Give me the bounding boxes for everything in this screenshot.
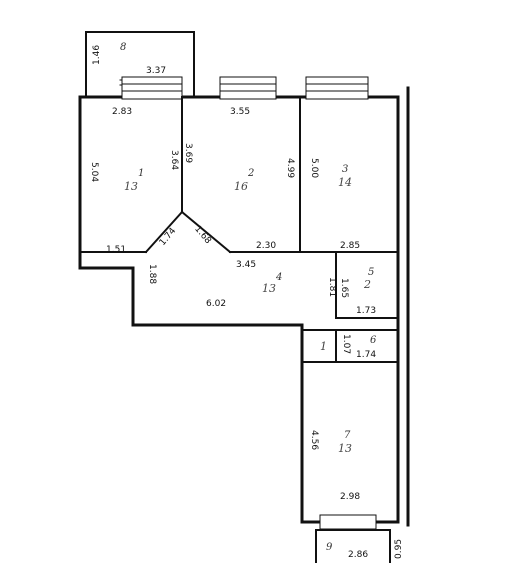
dim-label: 1.74 [158,226,179,248]
room-number: 6 [370,335,377,346]
dim-label: 3.45 [236,260,256,270]
room-area: 16 [234,180,248,193]
dim-label: 2.98 [340,492,360,502]
room-number: 1 [138,168,144,179]
window-frames [121,76,369,100]
dim-label: 1.68 [192,224,213,246]
dim-label: 1.51 [106,245,126,255]
dim-label: 3.55 [230,107,250,117]
dim-label: 1.07 [341,334,351,354]
interior-walls [79,96,399,363]
dim-label: 5.04 [89,162,99,182]
dim-label: 6.02 [206,299,226,309]
dim-label: 4.99 [285,158,295,178]
dim-label: 1.88 [147,264,157,284]
room-area: 1 [320,340,327,353]
balcony-bottom [315,514,391,563]
dim-label: 3.69 [183,143,193,163]
room-number: 9 [326,542,333,553]
dim-label: 3.37 [146,66,166,76]
room-number: 8 [120,42,126,53]
room-number: 3 [342,164,348,175]
room-area: 13 [338,442,352,455]
dim-label: 2.30 [256,241,276,251]
dim-label: 0.95 [394,539,404,559]
dim-label: 5.00 [309,158,319,178]
dim-label: 1.74 [356,350,376,360]
room-area: 14 [338,176,352,189]
dim-label: 1.46 [92,45,102,65]
dim-label: 2.85 [340,241,360,251]
dim-label: 2.86 [348,550,368,560]
room-number: 2 [247,168,254,179]
room-area: 2 [363,278,371,291]
room-number: 4 [275,272,282,283]
dim-label: 2.83 [112,107,132,117]
dim-label: 1.73 [356,306,376,316]
dim-label: 3.64 [169,150,179,170]
dim-label: 4.56 [309,430,319,450]
room-area: 13 [262,282,276,295]
dim-label: 1.65 [339,278,349,298]
room-number: 7 [344,430,351,441]
room-area: 13 [124,180,138,193]
dim-label: 1.81 [327,277,337,297]
room-number: 5 [368,267,374,278]
